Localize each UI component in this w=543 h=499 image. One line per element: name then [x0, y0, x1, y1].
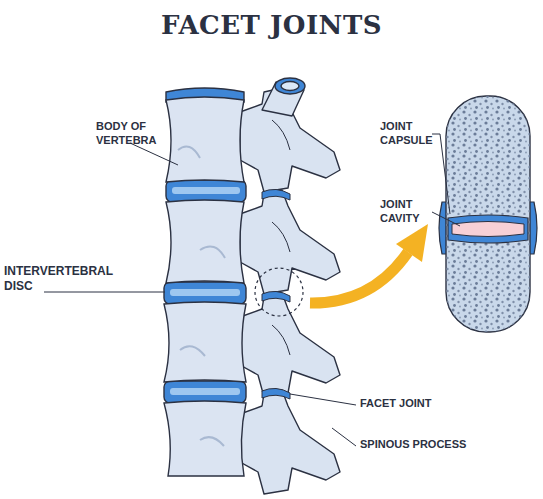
part-label: INTERVERTEBRAL DISC — [4, 264, 144, 294]
part-label: SPINOUS PROCESS — [360, 438, 530, 452]
part-label: FACET JOINT — [360, 397, 520, 411]
part-label: JOINT CAVITY — [380, 198, 442, 226]
vertebral-bodies — [164, 97, 246, 476]
zoom-arrow — [310, 224, 428, 303]
part-label: JOINT CAPSULE — [380, 120, 442, 148]
diagram-title: FACET JOINTS — [0, 10, 543, 40]
part-label: BODY OF VERTEBRA — [96, 120, 174, 148]
facet-cartilage — [262, 189, 290, 399]
posterior-elements — [240, 78, 340, 494]
magnifier-circle — [255, 268, 303, 316]
joint-inset — [439, 96, 537, 332]
